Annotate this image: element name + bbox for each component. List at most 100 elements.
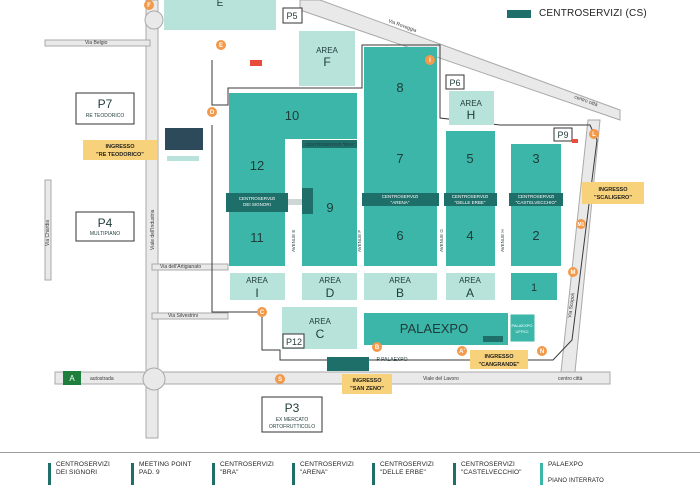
- pin-f[interactable]: [144, 0, 154, 10]
- avenue-e-label: AVENUE E: [291, 230, 296, 252]
- legend-line1: CENTROSERVIZI: [220, 461, 274, 468]
- area-d-word: AREA: [319, 276, 341, 285]
- via-artigianato-label: Via dell'Artigianato: [160, 264, 201, 270]
- area-b-block: [364, 273, 437, 300]
- road-via-chardia: [44, 179, 52, 281]
- area-c-word: AREA: [309, 317, 331, 326]
- p3-label: P3: [285, 401, 300, 415]
- area-h-word: AREA: [460, 99, 482, 108]
- p6-label: P6: [449, 78, 460, 88]
- legend-swatch: [453, 463, 456, 485]
- hall-8: [364, 47, 437, 127]
- road-via-scopoli: [560, 119, 601, 373]
- p-palaexpo-label: P PALAEXPO: [377, 357, 408, 363]
- pin-c-label: C: [260, 310, 265, 316]
- callout-scaligero: [582, 182, 644, 204]
- san-zeno-line2: "SAN ZENO": [350, 386, 384, 392]
- area-f-letter: F: [323, 55, 330, 69]
- legend-line2: "ARENA": [300, 469, 328, 476]
- hall-12: [229, 139, 285, 193]
- legend-swatch: [372, 463, 375, 485]
- pin-d[interactable]: [207, 107, 217, 117]
- entrance-callouts: [83, 140, 644, 394]
- centro-citta-label-bottom: centro città: [558, 376, 583, 382]
- meeting-point-pad9: [302, 188, 313, 214]
- area-c-letter: C: [316, 327, 325, 341]
- pin-s[interactable]: [275, 374, 285, 384]
- pin-a[interactable]: [457, 346, 467, 356]
- legend-centroservizi-label: CENTROSERVIZI (CS): [539, 8, 647, 19]
- autostrada-label: autostrada: [90, 376, 114, 382]
- pin-b-label: B: [375, 345, 380, 351]
- legend-line2: "CASTELVECCHIO": [461, 469, 522, 476]
- p4-label: P4: [98, 216, 113, 230]
- p4-sub: MULTIPIANO: [90, 231, 120, 237]
- hall-11: [229, 212, 285, 266]
- cs-arena-line1: CENTROSERVIZI: [382, 194, 418, 199]
- pin-n[interactable]: [537, 346, 547, 356]
- pin-m1[interactable]: [576, 219, 586, 229]
- p7-box: [75, 92, 135, 125]
- legend-line2: "DELLE ERBE": [380, 469, 426, 476]
- autostrada-sign: [63, 371, 81, 385]
- hall-12-label: 12: [250, 158, 264, 173]
- p12-label: P12: [286, 337, 302, 347]
- hall-1: [511, 273, 557, 300]
- cs-castel-bar: [509, 193, 563, 206]
- pin-m-label: M: [571, 270, 576, 276]
- via-belgio-label: Via Belgio: [85, 40, 108, 46]
- palaexpo-label: PALAEXPO: [400, 321, 468, 336]
- pin-m[interactable]: [568, 267, 578, 277]
- area-h-block: [449, 91, 494, 125]
- callout-re-teodorico: [83, 140, 157, 160]
- hall-3: [511, 144, 561, 193]
- areas: [230, 31, 495, 349]
- scaligero-line2: "SCALIGERO": [594, 195, 632, 201]
- legend-line1: CENTROSERVIZI: [300, 461, 354, 468]
- hall-4: [446, 206, 495, 266]
- area-f-word: AREA: [316, 46, 338, 55]
- legend-swatch: [131, 463, 134, 485]
- legend-line2: PAD. 9: [139, 469, 160, 476]
- area-i-letter: I: [255, 286, 258, 300]
- cs-arena-bar: [362, 193, 439, 206]
- p5-box: [282, 7, 303, 24]
- pin-d-label: D: [210, 110, 215, 116]
- cs-signori-line2: DEI SIGNORI: [243, 202, 271, 207]
- area-i-word: AREA: [246, 276, 268, 285]
- p4-box: [75, 211, 135, 242]
- road-viale-industria: [145, 0, 159, 439]
- pin-b[interactable]: [372, 342, 382, 352]
- pin-i[interactable]: [425, 55, 435, 65]
- pin-e-label: E: [219, 43, 223, 49]
- pin-f-label: F: [147, 3, 151, 9]
- p7-label: P7: [98, 97, 113, 111]
- legend-line1: MEETING POINT: [139, 461, 192, 468]
- avenue-g-label: AVENUE G: [439, 229, 444, 252]
- cs-palaexpo-dark: [483, 336, 503, 342]
- legend-swatch: [48, 463, 51, 485]
- legend-line3: PIANO INTERRATO: [548, 478, 604, 484]
- gate-pins: [144, 0, 599, 384]
- palaexpo-uffici-line1: PALAEXPO: [511, 323, 532, 328]
- legend-line1: CENTROSERVIZI: [380, 461, 434, 468]
- pin-l[interactable]: [589, 129, 599, 139]
- cs-erbe-line1: CENTROSERVIZI: [452, 194, 488, 199]
- re-teodorico-line1: INGRESSO: [105, 144, 135, 150]
- p-palaexpo-bar: [327, 357, 369, 371]
- centroservizi-bars: [226, 140, 563, 371]
- cs-castel-line1: CENTROSERVIZI: [518, 194, 554, 199]
- area-a-word: AREA: [459, 276, 481, 285]
- area-f-block: [299, 31, 355, 86]
- pin-c[interactable]: [257, 307, 267, 317]
- area-e-block: [164, 0, 276, 30]
- connector-signori-9: [288, 199, 302, 205]
- callout-cangrande: [470, 350, 528, 369]
- pin-e[interactable]: [216, 40, 226, 50]
- p12-box: [282, 333, 305, 349]
- legend-swatch: [212, 463, 215, 485]
